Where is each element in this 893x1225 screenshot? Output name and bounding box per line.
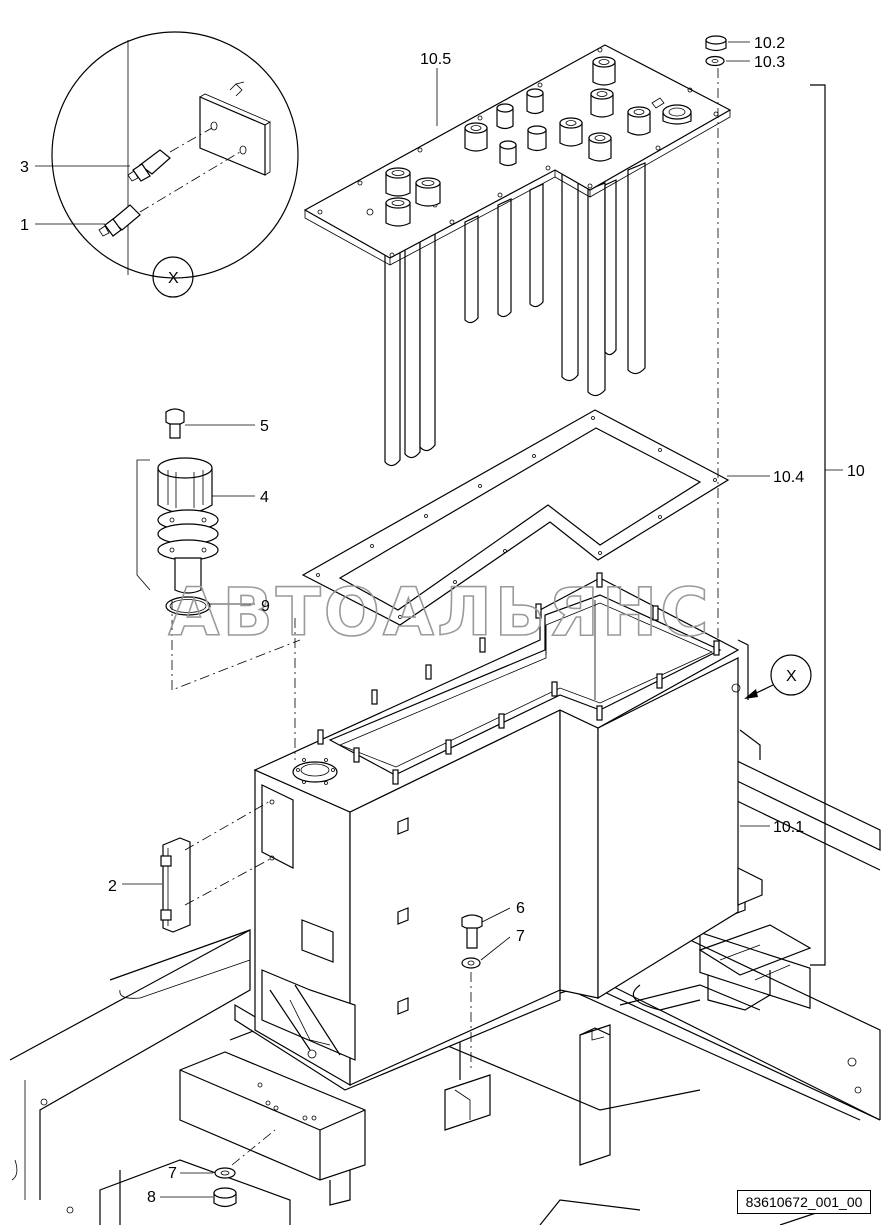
callout-7-upper: 7 xyxy=(516,928,525,945)
bolt-6-washer-7 xyxy=(461,914,483,1070)
front-bolts xyxy=(397,817,409,1015)
callout-labels: 3 1 X 5 4 9 2 6 7 7 8 10.5 10.2 10.3 10.… xyxy=(20,35,865,1206)
callout-1: 1 xyxy=(20,217,29,234)
callout-view-x-arrow: X xyxy=(786,668,797,685)
callout-5: 5 xyxy=(260,418,269,435)
sensor-3 xyxy=(127,149,171,182)
filter-assembly xyxy=(136,408,301,760)
tank-cover-assembly xyxy=(303,44,732,467)
callout-7-lower: 7 xyxy=(168,1165,177,1182)
nut-10-2-washer-10-3 xyxy=(705,35,727,640)
callout-9: 9 xyxy=(261,598,270,615)
watermark-text: АВТОАЛЬЯНС xyxy=(168,574,711,651)
callout-4: 4 xyxy=(260,489,269,506)
flange-studs xyxy=(317,572,720,785)
document-id-box: 83610672_001_00 xyxy=(737,1190,871,1214)
group-10-bracket xyxy=(810,84,826,966)
cover-fittings xyxy=(385,56,692,227)
callout-6: 6 xyxy=(516,900,525,917)
callout-10: 10 xyxy=(847,463,865,480)
mounting-bracket xyxy=(179,1051,366,1206)
hydraulic-tank xyxy=(234,572,763,1091)
detail-view-x xyxy=(51,31,299,298)
callout-2: 2 xyxy=(108,878,117,895)
callout-10-2: 10.2 xyxy=(754,35,785,52)
callout-10-1: 10.1 xyxy=(773,819,804,836)
tank-gasket xyxy=(301,409,730,626)
callout-10-4: 10.4 xyxy=(773,469,804,486)
callout-10-3: 10.3 xyxy=(754,54,785,71)
callout-view-x-detail: X xyxy=(168,270,179,287)
sensor-1 xyxy=(98,204,141,237)
view-x-arrow xyxy=(744,654,812,699)
callout-3: 3 xyxy=(20,159,29,176)
washer-7-nut-8 xyxy=(213,1129,276,1208)
leader-lines xyxy=(35,41,843,1198)
sight-glass-2 xyxy=(160,799,273,933)
callout-8: 8 xyxy=(147,1189,156,1206)
return-tubes xyxy=(384,162,646,467)
callout-10-5: 10.5 xyxy=(420,51,451,68)
